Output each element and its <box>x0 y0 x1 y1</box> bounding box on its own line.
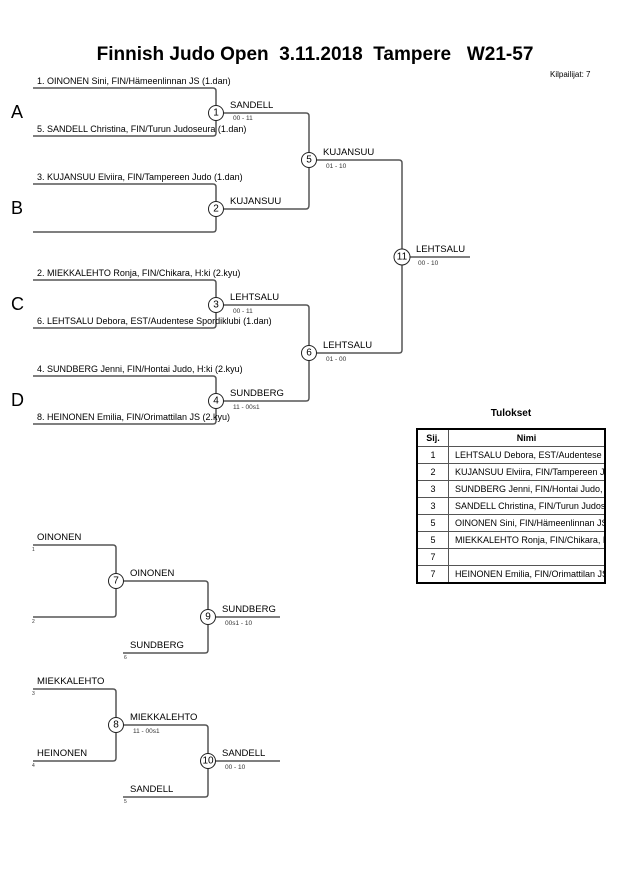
column-header-name: Nimi <box>448 428 606 447</box>
bracket-line <box>33 183 217 233</box>
match-winner: LEHTSALU <box>323 340 373 351</box>
match-score: 00 - 11 <box>233 115 253 122</box>
name-cell: MIEKKALEHTO Ronja, FIN/Chikara, H:ki <box>448 531 606 549</box>
bracket-line <box>309 159 403 354</box>
name-cell <box>448 548 606 566</box>
competitor-entry: 4. SUNDBERG Jenni, FIN/Hontai Judo, H:ki… <box>37 364 243 374</box>
svg-text:8: 8 <box>113 720 119 731</box>
match-circle: 7 <box>108 573 124 589</box>
match-circle: 9 <box>200 609 216 625</box>
match-circle: 8 <box>108 717 124 733</box>
svg-text:1: 1 <box>213 108 219 119</box>
match-circle: 3 <box>208 297 224 313</box>
repechage-competitor: SUNDBERG <box>130 640 184 651</box>
match-winner: LEHTSALU <box>230 292 280 303</box>
table-row: 7 <box>416 548 606 566</box>
name-cell: HEINONEN Emilia, FIN/Orimattilan JS <box>448 565 606 584</box>
match-winner: SANDELL <box>230 100 274 111</box>
match-circle: 2 <box>208 201 224 217</box>
bronze-winner: SUNDBERG <box>222 604 276 615</box>
repechage-competitor: HEINONEN <box>37 748 88 759</box>
match-winner: KUJANSUU <box>323 147 375 158</box>
match-score: 01 - 00 <box>326 356 347 363</box>
results-title: Tulokset <box>490 408 532 419</box>
rank-cell: 1 <box>416 446 449 464</box>
svg-text:7: 7 <box>113 576 119 587</box>
match-circle: 4 <box>208 393 224 409</box>
pool-label: D <box>11 390 24 410</box>
repechage-competitor: OINONEN <box>37 532 82 543</box>
name-cell: SUNDBERG Jenni, FIN/Hontai Judo, H:ki <box>448 480 606 498</box>
svg-text:2: 2 <box>213 204 219 215</box>
pool-label: B <box>11 198 24 218</box>
match-score: 11 - 00s1 <box>133 728 160 735</box>
rank-cell: 7 <box>416 565 449 584</box>
bronze-winner: SANDELL <box>222 748 266 759</box>
rank-cell: 5 <box>416 514 449 532</box>
match-circle: 6 <box>301 345 317 361</box>
rank-cell: 3 <box>416 480 449 498</box>
seed-number: 3 <box>32 691 35 697</box>
pool-label: C <box>11 294 24 314</box>
match-score: 00 - 11 <box>233 308 253 315</box>
seed-number: 6 <box>124 655 127 661</box>
svg-text:4: 4 <box>213 396 219 407</box>
repechage-competitor: MIEKKALEHTO <box>37 676 105 687</box>
name-cell: KUJANSUU Elviira, FIN/Tampereen Judo <box>448 463 606 481</box>
name-cell: SANDELL Christina, FIN/Turun Judoseura <box>448 497 606 515</box>
competitor-entry: 3. KUJANSUU Elviira, FIN/Tampereen Judo … <box>37 172 243 182</box>
match-circle: 1 <box>208 105 224 121</box>
match-score: 00 - 10 <box>225 764 246 771</box>
final-winner: LEHTSALU <box>416 244 466 255</box>
rank-cell: 2 <box>416 463 449 481</box>
column-header-rank: Sij. <box>416 428 449 447</box>
match-score: 00s1 - 10 <box>225 620 253 627</box>
competitor-entry: 8. HEINONEN Emilia, FIN/Orimattilan JS (… <box>37 412 231 422</box>
svg-text:3: 3 <box>213 300 219 311</box>
match-winner: KUJANSUU <box>230 196 282 207</box>
rank-cell: 3 <box>416 497 449 515</box>
match-circle: 5 <box>301 152 317 168</box>
competitor-entry: 6. LEHTSALU Debora, EST/Audentese Spordi… <box>37 316 272 326</box>
competitor-entry: 5. SANDELL Christina, FIN/Turun Judoseur… <box>37 124 247 134</box>
match-winner: MIEKKALEHTO <box>130 712 198 723</box>
seed-number: 4 <box>32 763 35 769</box>
competitor-count: Kilpailijat: 7 <box>550 70 591 79</box>
seed-number: 1 <box>32 547 35 553</box>
seed-number: 2 <box>32 619 35 625</box>
rank-cell: 7 <box>416 548 449 566</box>
competitor-entry: 1. OINONEN Sini, FIN/Hämeenlinnan JS (1.… <box>37 76 231 86</box>
match-circle: 10 <box>200 753 216 769</box>
competitor-entry: 2. MIEKKALEHTO Ronja, FIN/Chikara, H:ki … <box>37 268 241 278</box>
rank-cell: 5 <box>416 531 449 549</box>
match-score: 11 - 00s1 <box>233 404 260 411</box>
results-header-row: Sij. Nimi <box>416 428 606 447</box>
bracket-line <box>33 544 117 618</box>
match-winner: OINONEN <box>130 568 175 579</box>
final-score: 00 - 10 <box>418 260 439 267</box>
svg-text:11: 11 <box>397 252 408 263</box>
name-cell: OINONEN Sini, FIN/Hämeenlinnan JS <box>448 514 606 532</box>
svg-text:6: 6 <box>306 348 312 359</box>
pool-label: A <box>11 102 24 122</box>
svg-text:10: 10 <box>202 756 214 767</box>
svg-text:9: 9 <box>205 612 211 623</box>
repechage-competitor: SANDELL <box>130 784 174 795</box>
match-circle: 11 <box>393 248 411 266</box>
match-score: 01 - 10 <box>326 163 347 170</box>
seed-number: 5 <box>124 799 127 805</box>
page-title: Finnish Judo Open 3.11.2018 Tampere W21-… <box>96 44 534 65</box>
match-winner: SUNDBERG <box>230 388 284 399</box>
svg-text:5: 5 <box>306 155 312 166</box>
name-cell: LEHTSALU Debora, EST/Audentese Spordiklu… <box>448 446 606 464</box>
